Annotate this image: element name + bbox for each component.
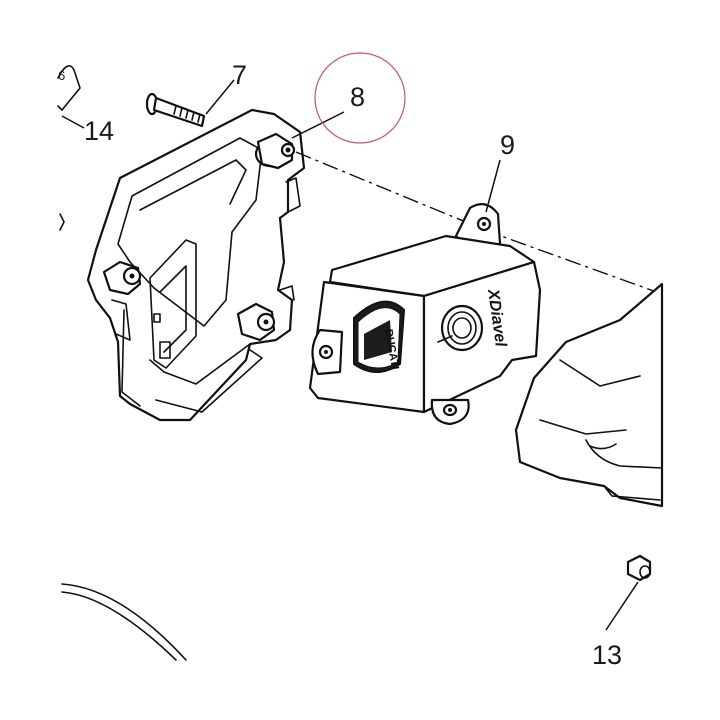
part-14-fragment: 6 14 [57, 65, 114, 146]
ducati-logo: DUCATI [353, 300, 405, 373]
callout-8-label: 8 [350, 82, 365, 112]
grommet-bottom [236, 302, 276, 342]
callout-8-highlight-circle [314, 52, 406, 144]
grommet-top [254, 132, 296, 170]
callout-7-label: 7 [232, 60, 247, 90]
edge-fragment [59, 213, 65, 231]
key-cylinder [437, 304, 484, 352]
bottom-curve-fragment [61, 583, 187, 661]
grommet-left [102, 260, 142, 296]
callout-9-label: 9 [500, 130, 515, 160]
callout-14-label: 14 [84, 116, 114, 146]
part-9-control-unit: DUCATI XDiavel 9 [308, 130, 542, 426]
callout-13-label: 13 [592, 640, 622, 670]
part-13-nut: 13 [592, 554, 652, 670]
callout-6-label: 6 [58, 68, 65, 83]
part-8-bracket [86, 108, 345, 422]
part-7-screw: 7 [145, 60, 247, 128]
frame-part-right [514, 282, 664, 508]
